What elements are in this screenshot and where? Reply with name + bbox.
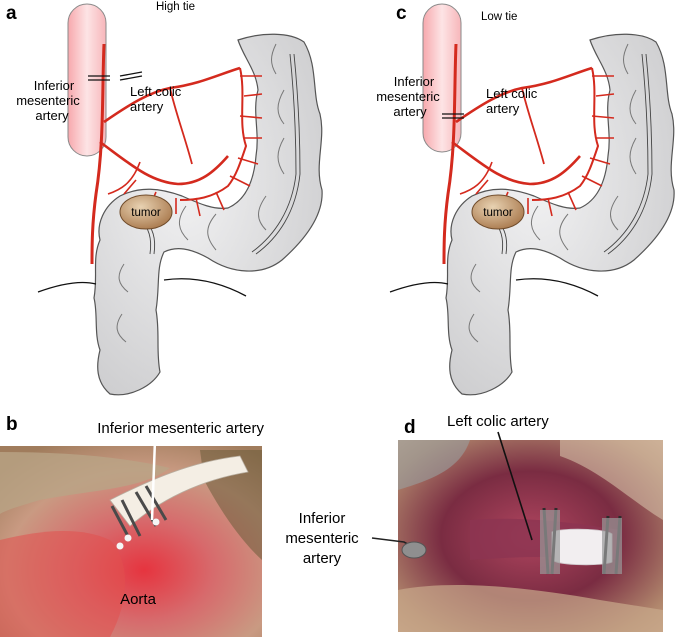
panel-a-lca-label-2: artery [130,99,164,114]
panel-a-title: High tie [156,1,195,13]
panel-c-ima-label-3: artery [393,104,427,119]
panel-c-diagram: c Low tie tumor Inferior mesenteric arte… [376,3,675,396]
panel-c-letter: c [396,3,407,24]
panel-c-lca-label-1: Left colic [486,86,538,101]
panel-c-tumor [471,194,525,230]
panel-d-callout-1: Inferior [299,510,346,527]
panel-b-callout-line [150,439,157,521]
panel-d-callout-top-line [497,431,533,541]
panel-b-photo: b Inferior mesenteric artery Aorta [0,414,264,637]
panel-c-tumor-label: tumor [483,207,513,219]
panel-a-ima-label-3: artery [35,108,69,123]
panel-a-ima-tie [88,75,110,81]
panel-a-ima-label-2: mesenteric [16,93,80,108]
panel-c-ima-label-1: Inferior [394,74,435,89]
panel-d-photo: d Left colic artery Inferior mesenteric … [285,413,663,632]
panel-d-callout-3: artery [303,550,342,567]
panel-a-lca-label-1: Left colic [130,84,182,99]
panel-c-ima-label-2: mesenteric [376,89,440,104]
panel-c-aorta [422,3,462,153]
panel-b-aorta-label: Aorta [120,591,157,608]
panel-a-tumor [119,194,173,230]
panel-a-letter: a [6,3,17,24]
panel-a-ima-label-1: Inferior [34,78,75,93]
panel-a-lca-tie [119,71,143,81]
panel-c-lca-label-2: artery [486,101,520,116]
panel-c-ima-tie [442,113,464,119]
panel-c-title: Low tie [481,11,517,23]
panel-d-callout-top: Left colic artery [447,413,549,430]
panel-c-colon: tumor [389,33,675,396]
panel-a-diagram: a High tie tumor Inferior mesenteric art… [6,1,323,396]
panel-a-colon: tumor [37,33,323,396]
panel-b-letter: b [6,414,18,435]
panel-d-callout-2: mesenteric [285,530,359,547]
panel-d-letter: d [404,417,416,438]
panel-b-callout: Inferior mesenteric artery [97,420,264,437]
panel-a-tumor-label: tumor [131,207,161,219]
